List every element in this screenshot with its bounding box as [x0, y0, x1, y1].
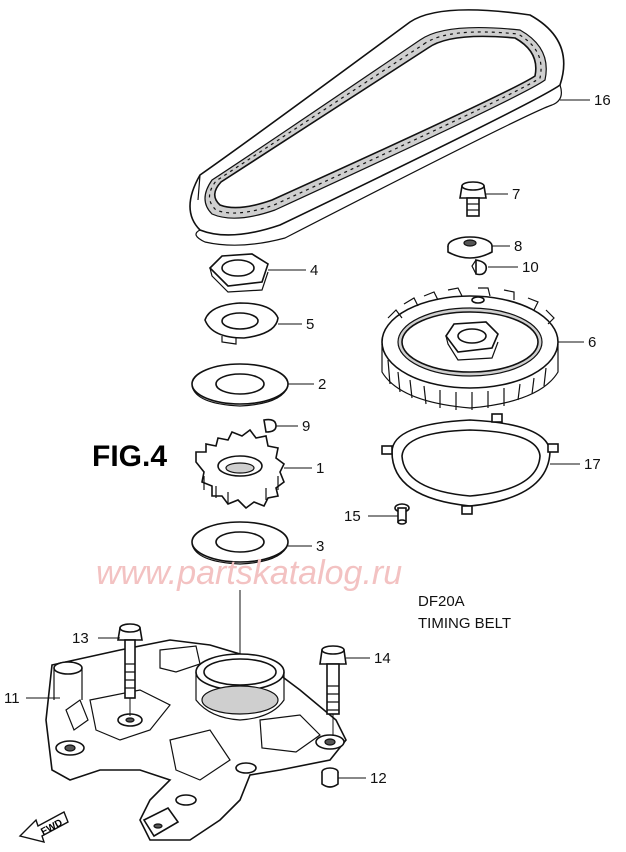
callout-13: 13 [72, 630, 89, 647]
watermark: www.partskatalog.ru [96, 554, 402, 592]
figure-title: FIG.4 [92, 440, 167, 473]
callout-15: 15 [344, 508, 361, 525]
callout-17: 17 [584, 456, 601, 473]
key-10-part [471, 259, 488, 276]
leader-lines [26, 99, 590, 779]
callout-6: 6 [588, 334, 596, 351]
washer-2-part [191, 363, 289, 407]
callout-5: 5 [306, 316, 314, 333]
bolt-14-part [319, 645, 347, 736]
model-label: DF20A [418, 593, 465, 610]
plate-5-part [204, 302, 279, 345]
callout-2: 2 [318, 376, 326, 393]
section-label: TIMING BELT [418, 615, 511, 632]
callout-3: 3 [316, 538, 324, 555]
callout-16: 16 [594, 92, 611, 109]
bolt-13-part [117, 623, 143, 716]
callout-10: 10 [522, 259, 539, 276]
callout-4: 4 [310, 262, 318, 279]
cam-pulley-6-part [381, 287, 559, 410]
callout-14: 14 [374, 650, 391, 667]
washer-3-part [191, 521, 289, 565]
callout-12: 12 [370, 770, 387, 787]
washer-8-part [447, 236, 493, 259]
nut-4-part [208, 253, 269, 293]
callout-9: 9 [302, 418, 310, 435]
forward-arrow-icon: FWD [18, 811, 69, 843]
crank-sprocket-1-part [195, 428, 286, 510]
timing-belt-part [189, 9, 565, 246]
key-9-part [263, 418, 277, 433]
bushing-12-part [321, 767, 339, 788]
bracket-housing-11-part [45, 639, 347, 841]
callout-11: 11 [4, 690, 20, 707]
screw-15-part [394, 503, 410, 525]
callout-8: 8 [514, 238, 522, 255]
callout-1: 1 [316, 460, 324, 477]
bolt-7-part [459, 181, 487, 217]
plate-ring-17-part [381, 413, 559, 515]
forward-label: FWD [39, 817, 64, 837]
callout-7: 7 [512, 186, 520, 203]
